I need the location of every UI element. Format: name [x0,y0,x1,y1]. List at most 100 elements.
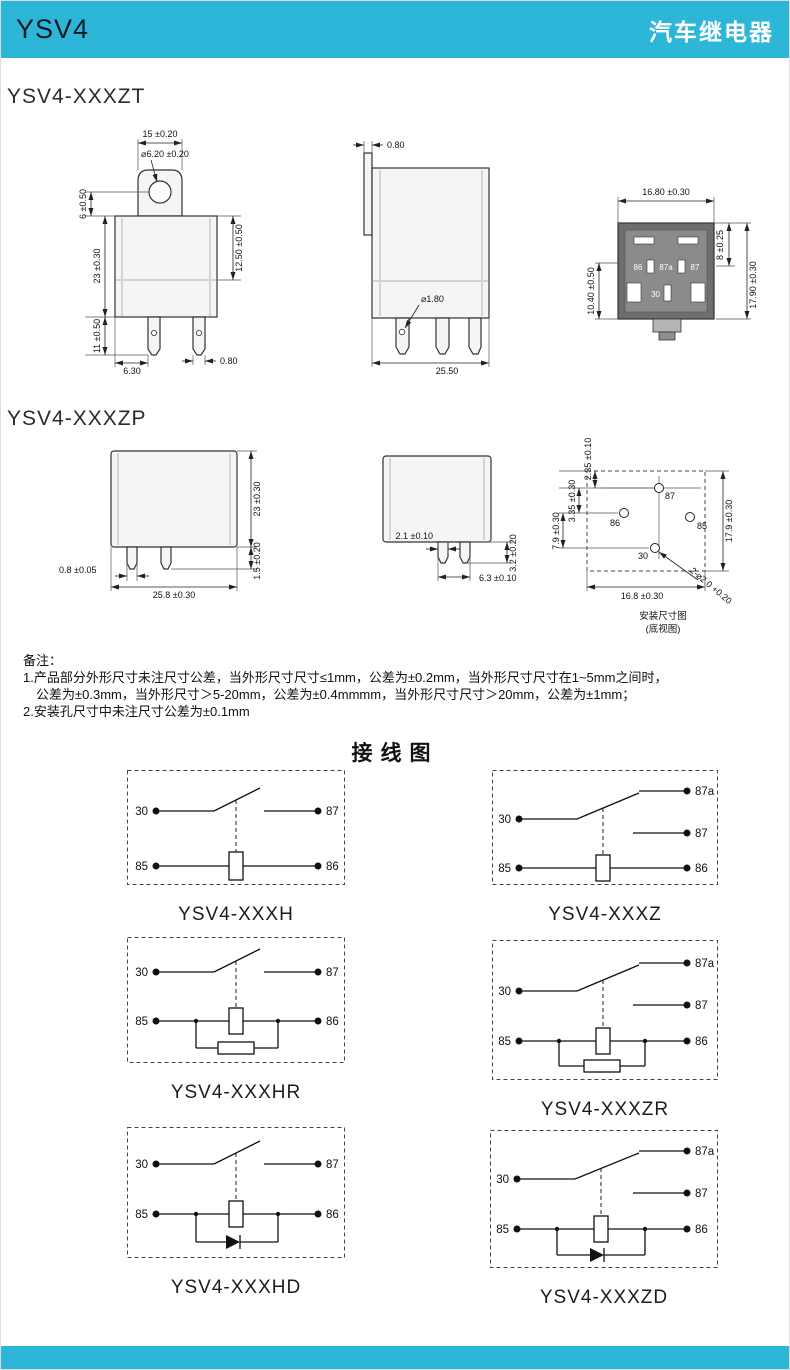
mounting-diagram-caption: 安装尺寸图 [639,610,687,622]
wiring-diagram-h-schematic: 30 87 85 86 [127,770,345,885]
terminal-87-label: 87 [326,1159,339,1171]
wiring-diagram-zd-label: YSV4-XXXZD [539,1287,669,1308]
zp-hole-87-label: 87 [665,491,675,501]
zp-holes-dimensions: 2.35 ±0.10 3.35 ±0.30 7.9 ±0.30 17.9 ±0.… [551,438,734,601]
terminal-30-label: 30 [498,814,511,826]
terminal-86-label: 86 [326,861,339,873]
zp-dim-row1: 3.35 ±0.30 [567,480,577,522]
resistor-symbol [217,1041,255,1055]
terminal-30-label: 30 [496,1174,509,1186]
terminal-85-label: 85 [498,1036,511,1048]
terminal-30-label: 30 [498,986,511,998]
zt-dim-tab-thickness: 0.80 [387,140,405,150]
coil-symbol [228,851,244,881]
terminal-86-label: 86 [326,1016,339,1028]
terminal-87-label: 87 [695,1188,708,1200]
zt-dim-hole: ⌀6.20 ±0.20 [141,149,189,159]
zp-front-view [110,450,238,570]
zt-front-dimensions: 15 ±0.20 ⌀6.20 ±0.20 6 ±0.50 23 ±0.30 12… [78,129,244,376]
wiring-diagram-zr: 87a 30 87 85 86 YSV4-XXXZR [491,939,719,1121]
zt-dim-upper: 8 ±0.25 [715,230,725,260]
zt-side-view [363,152,490,355]
zt-dim-tab-width: 15 ±0.20 [143,129,178,139]
zp-mounting-hole-diagram: 87 86 85 30 2-⌀2.0 +0.20 [586,470,734,606]
coil-symbol [595,1027,611,1055]
footer-bar [1,1346,789,1369]
zt-dim-pin-offset: 6.30 [123,366,141,376]
notes-block: 备注： 1.产品部分外形尺寸未注尺寸公差，当外形尺寸尺寸≤1mm，公差为±0.2… [23,653,779,721]
page-title: YSV4 [16,14,90,44]
terminal-87a-label: 87a [695,958,715,970]
mounting-diagram-caption-sub: (底视图) [646,623,681,635]
terminal-86-label: 86 [695,1224,708,1236]
zp-dim-width: 25.8 ±0.30 [153,590,195,600]
wiring-diagram-zr-label: YSV4-XXXZR [540,1099,670,1120]
zp-dim-pin-thickness: 0.8 ±0.05 [59,565,96,575]
zt-bottom-view: 86 87a 87 30 [617,222,715,341]
zp-hole-86-label: 86 [610,518,620,528]
zp-dim-side-width: 6.3 ±0.10 [479,573,516,583]
zp-front-dimensions: 23 ±0.30 1.5 ±0.20 0.8 ±0.05 25.8 ±0.30 [59,450,262,600]
zp-hole-30-label: 30 [638,551,648,561]
zp-dim-holes-width: 16.8 ±0.30 [621,591,663,601]
zp-dim-pin-width: 2.1 ±0.10 [396,531,433,541]
diode-symbol [590,1248,604,1262]
diode-symbol [226,1235,240,1249]
wiring-diagram-zd: 87a 30 87 85 86 YSV4-XXXZD [489,1129,719,1309]
product-category-title: 汽车继电器 [649,18,774,45]
zt-pin-30-label: 30 [651,290,660,299]
terminal-85-label: 85 [498,863,511,875]
zp-dim-pin-length: 3.2 ±0.20 [508,534,518,571]
zt-dim-pin-length: 11 ±0.50 [92,319,102,353]
wiring-diagram-hr: 30 87 85 86 YSV4-XXXHR [126,936,346,1104]
terminal-30-label: 30 [135,806,148,818]
coil-symbol [228,1007,244,1035]
zp-dim-row2: 7.9 ±0.30 [551,512,561,549]
notes-heading: 备注： [23,653,63,668]
wiring-diagram-hr-schematic: 30 87 85 86 [127,937,345,1063]
section-title-zp: YSV4-XXXZP [7,407,147,430]
coil-symbol [595,854,611,882]
terminal-86-label: 86 [695,863,708,875]
terminal-87-label: 87 [695,828,708,840]
terminal-30-label: 30 [135,967,148,979]
wiring-diagram-hr-label: YSV4-XXXHR [170,1082,302,1103]
terminal-87-label: 87 [326,967,339,979]
notes-line-2: 公差为±0.3mm，当外形尺寸＞5-20mm，公差为±0.4mmmm，当外形尺寸… [36,686,636,702]
terminal-30-label: 30 [135,1159,148,1171]
terminal-87-label: 87 [326,806,339,818]
zt-bottom-dimensions: 16.80 ±0.30 8 ±0.25 17.90 ±0.30 10.40 ±0… [586,187,758,320]
terminal-86-label: 86 [695,1036,708,1048]
wiring-diagram-hd-label: YSV4-XXXHD [170,1277,302,1298]
terminal-85-label: 85 [135,1016,148,1028]
zt-front-view [114,169,218,356]
terminal-85-label: 85 [135,1209,148,1221]
zp-dim-pin-tip: 1.5 ±0.20 [252,542,262,579]
zt-dim-body-height: 23 ±0.30 [92,249,102,284]
zt-dim-bottom-height: 17.90 ±0.30 [748,261,758,308]
resistor-symbol [583,1059,621,1073]
zt-dim-width: 25.50 [436,366,459,376]
header-bar: YSV4 汽车继电器 [1,1,789,58]
zt-pin-86-label: 86 [634,263,643,272]
wiring-diagram-z-schematic: 87a 30 87 85 86 [492,770,718,885]
zp-technical-drawings: 23 ±0.30 1.5 ±0.20 0.8 ±0.05 25.8 ±0.30 [59,438,734,635]
zp-dim-holes-height: 17.9 ±0.30 [724,500,734,542]
coil-symbol [228,1200,244,1228]
terminal-87a-label: 87a [695,786,715,798]
wiring-diagram-hd: 30 87 85 86 YSV4-XXXHD [126,1126,346,1299]
zt-dim-right: 12.50 ±0.50 [234,224,244,271]
zt-side-dimensions: 0.80 ⌀1.80 25.50 [353,140,490,376]
notes-line-1: 1.产品部分外形尺寸未注尺寸公差，当外形尺寸尺寸≤1mm，公差为±0.2mm，当… [23,669,668,685]
terminal-86-label: 86 [326,1209,339,1221]
zt-pin-87-label: 87 [691,263,700,272]
zp-dim-body-height: 23 ±0.30 [252,482,262,517]
zt-dim-pin-thickness: 0.80 [220,356,238,366]
zt-dim-bottom-width: 16.80 ±0.30 [642,187,689,197]
wiring-diagram-z-label: YSV4-XXXZ [548,904,662,925]
wiring-section-title: 接线图 [351,742,439,765]
terminal-85-label: 85 [496,1224,509,1236]
zp-hole-85-label: 85 [697,521,707,531]
terminal-85-label: 85 [135,861,148,873]
